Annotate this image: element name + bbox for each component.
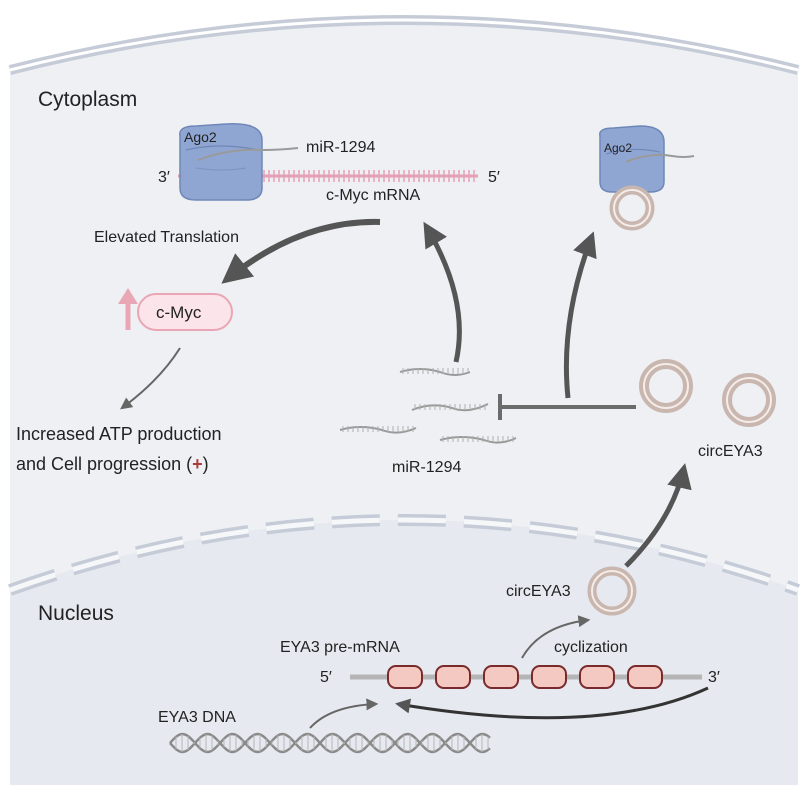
bound-mirna-strand-2 bbox=[625, 153, 695, 163]
circ-to-ago2-arrow bbox=[563, 231, 597, 399]
free-mirna-3 bbox=[339, 426, 417, 434]
ago2-sponge-label: Ago2 bbox=[604, 141, 632, 155]
premrna-exon bbox=[531, 665, 567, 689]
mrna-3prime-label: 3′ bbox=[158, 169, 170, 186]
nuclear-export-arrow bbox=[624, 463, 692, 568]
nuclear-envelope-highlight bbox=[9, 517, 799, 593]
cyclization-label: cyclization bbox=[554, 639, 628, 656]
cytoplasmic-circeya3: circEYA3 bbox=[639, 359, 776, 460]
circeya3-ring-2-highlight bbox=[726, 377, 772, 423]
outcome-line2-text: and Cell progression ( bbox=[16, 454, 192, 474]
ago2-sponge-complex: Ago2 bbox=[599, 125, 695, 231]
bound-mirna-label: miR-1294 bbox=[306, 139, 375, 156]
premrna-exon bbox=[483, 665, 519, 689]
cell-membrane-highlight bbox=[9, 18, 799, 72]
cytoplasm-label: Cytoplasm bbox=[38, 88, 137, 111]
circeya3-ring-nucleus-highlight bbox=[591, 570, 633, 612]
eya3-dna: EYA3 DNA bbox=[158, 709, 491, 754]
premrna-label: EYA3 pre-mRNA bbox=[280, 639, 400, 656]
cmyc-up-arrow-head bbox=[118, 288, 138, 304]
circeya3-ring-sponged-highlight bbox=[613, 189, 651, 227]
cmyc-mrna-label: c-Myc mRNA bbox=[326, 187, 421, 204]
eya3-premrna: EYA3 pre-mRNA 5′ 3′ bbox=[280, 639, 720, 689]
cyclization-arrow bbox=[521, 615, 591, 659]
sponge-inhibition bbox=[498, 394, 636, 420]
circeya3-ring-1-highlight bbox=[643, 363, 689, 409]
ago2-fold-line-3 bbox=[605, 148, 661, 155]
ago2-fold-line-2 bbox=[195, 167, 247, 171]
cmyc-protein: c-Myc bbox=[118, 288, 233, 331]
cmyc-effect-arrow bbox=[120, 347, 181, 410]
premrna-3prime-label: 3′ bbox=[708, 669, 720, 686]
dna-strand-b bbox=[169, 732, 491, 754]
dna-label: EYA3 DNA bbox=[158, 709, 236, 726]
free-mirna-2 bbox=[411, 403, 489, 412]
premrna-exon bbox=[579, 665, 615, 689]
premrna-exon bbox=[627, 665, 663, 689]
premrna-exon bbox=[435, 665, 471, 689]
mrna-5prime-label: 5′ bbox=[488, 169, 500, 186]
free-mirna-1 bbox=[399, 368, 471, 376]
circeya3-nucleus-label: circEYA3 bbox=[506, 583, 571, 600]
dna-base-pairs bbox=[175, 734, 489, 752]
circeya3-cytoplasm-label: circEYA3 bbox=[698, 443, 763, 460]
cmyc-label: c-Myc bbox=[156, 303, 202, 322]
outcome-line2: and Cell progression (+) bbox=[16, 454, 209, 474]
cmyc-pill bbox=[137, 293, 233, 331]
free-mirna-label: miR-1294 bbox=[392, 459, 461, 476]
ago2-fold-line bbox=[185, 145, 259, 151]
dna-strand-a bbox=[169, 732, 491, 754]
ago2-protein bbox=[179, 123, 263, 201]
processing-return-arrow bbox=[395, 686, 709, 720]
elevated-translation-label: Elevated Translation bbox=[94, 229, 239, 246]
free-mirna-ticks bbox=[342, 368, 514, 442]
ago2-mrna-complex: Ago2 miR-1294 3′ 5′ c-Myc mRNA bbox=[158, 123, 500, 204]
free-mirna-cluster: miR-1294 bbox=[339, 368, 517, 476]
outcome-plus-sign: + bbox=[192, 454, 203, 474]
outcome-line1: Increased ATP production bbox=[16, 424, 221, 444]
outcome-close-paren: ) bbox=[203, 454, 209, 474]
elevated-translation-arrow bbox=[221, 218, 381, 284]
ago2-label: Ago2 bbox=[184, 129, 217, 145]
transcription-arrow bbox=[309, 698, 379, 729]
nucleus-label: Nucleus bbox=[38, 602, 114, 625]
mirna-to-mrna-arrow bbox=[423, 221, 462, 363]
bound-mirna-strand bbox=[197, 147, 299, 161]
premrna-exons bbox=[387, 665, 663, 689]
nuclear-circeya3: circEYA3 bbox=[506, 566, 637, 616]
premrna-5prime-label: 5′ bbox=[320, 669, 332, 686]
premrna-exon bbox=[387, 665, 423, 689]
nucleus-region bbox=[10, 520, 798, 785]
